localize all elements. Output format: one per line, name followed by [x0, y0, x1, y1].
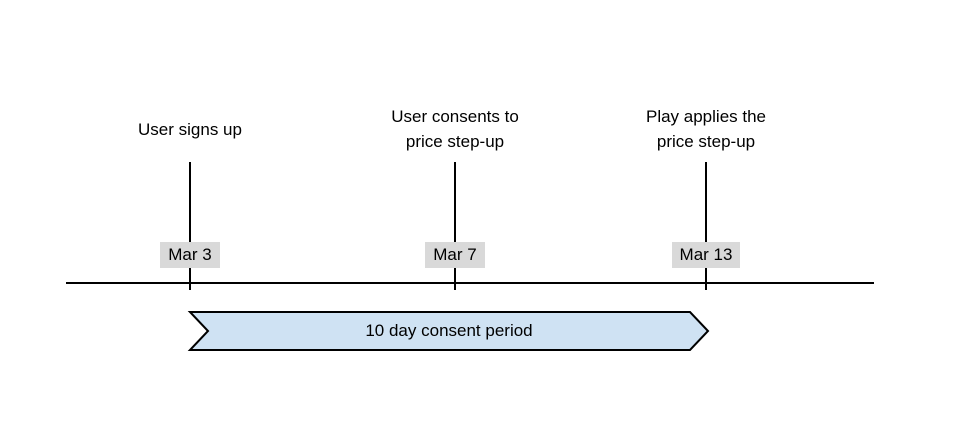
event-date-badge-mar7: Mar 7 — [425, 242, 485, 268]
event-tick-signup — [189, 162, 191, 290]
timeline-axis — [66, 282, 874, 284]
event-date-wrap: Mar 13 — [626, 242, 786, 268]
event-label-consent: User consents to price step-up — [335, 102, 575, 156]
event-label-line: price step-up — [405, 132, 505, 151]
event-label-line: User signs up — [138, 119, 242, 139]
consent-period-banner-label: 10 day consent period — [365, 321, 533, 340]
event-label-line: price step-up — [656, 132, 756, 151]
event-date-wrap: Mar 3 — [110, 242, 270, 268]
event-label-line: User consents to — [391, 107, 519, 126]
event-tick-consent — [454, 162, 456, 290]
event-date-badge-mar13: Mar 13 — [671, 242, 741, 268]
consent-period-banner-shape — [187, 311, 710, 351]
event-label-apply: Play applies the price step-up — [586, 102, 826, 156]
banner-arrow-polygon — [187, 311, 710, 351]
event-date-badge-mar3: Mar 3 — [160, 242, 220, 268]
event-tick-apply — [705, 162, 707, 290]
event-date-wrap: Mar 7 — [375, 242, 535, 268]
event-label-signup: User signs up — [70, 102, 310, 156]
event-label-line: Play applies the — [645, 107, 767, 126]
